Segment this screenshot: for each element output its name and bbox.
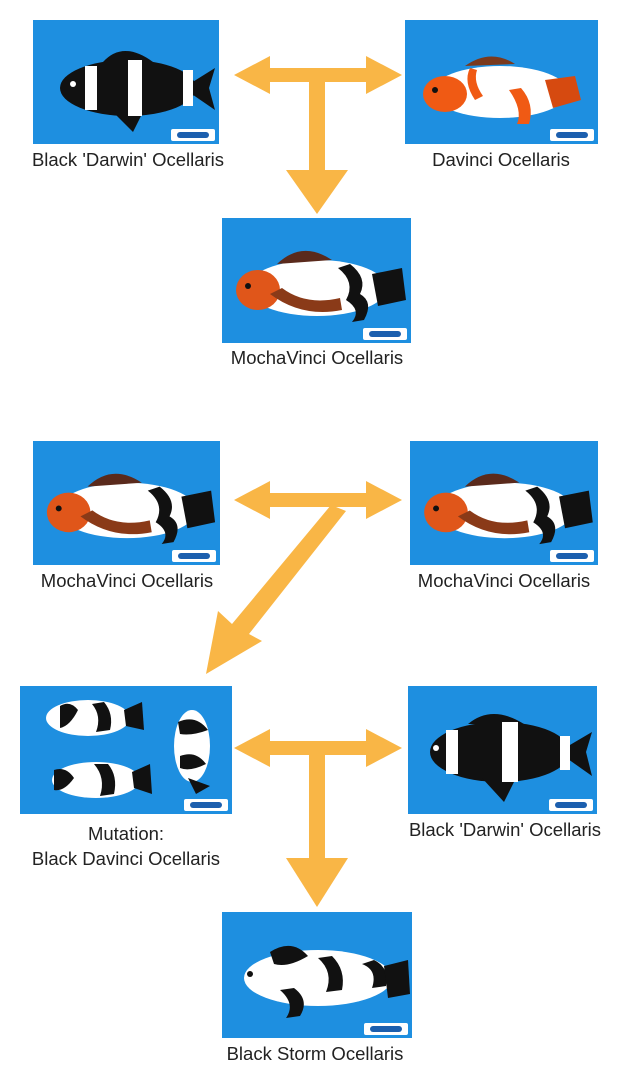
fish-photo-black-davinci-mutation	[20, 686, 232, 814]
label-offspring-2-line2: Black Davinci Ocellaris	[31, 848, 221, 869]
double-arrow-2	[234, 481, 402, 519]
clownfish-photo-icon	[60, 51, 215, 132]
double-arrow-1	[234, 56, 402, 94]
label-parent-right-2: MochaVinci Ocellaris	[417, 570, 591, 591]
fish-photo-black-darwin-1	[33, 20, 219, 144]
label-parent-left-1: Black 'Darwin' Ocellaris	[31, 149, 225, 170]
clownfish-photo-icon	[423, 56, 581, 124]
fish-photo-davinci	[405, 20, 598, 144]
clownfish-photo-icon	[46, 473, 216, 545]
clownfish-photo-icon	[430, 714, 592, 802]
label-parent-right-3: Black 'Darwin' Ocellaris	[408, 819, 602, 840]
clownfish-photo-icon	[244, 945, 410, 1018]
down-arrow-3-stem	[309, 755, 325, 865]
breeder-logo-icon	[550, 129, 594, 141]
label-offspring-2-line1: Mutation:	[87, 823, 165, 844]
breeder-logo-icon	[171, 129, 215, 141]
fish-photo-black-storm	[222, 912, 412, 1038]
down-arrow-1-stem	[309, 82, 325, 182]
label-parent-right-1: Davinci Ocellaris	[432, 149, 570, 170]
breeder-logo-icon	[549, 799, 593, 811]
clownfish-photo-icon	[46, 700, 210, 798]
fish-photo-mochavinci-1	[222, 218, 411, 343]
down-arrow-3-head	[286, 858, 348, 907]
double-arrow-3	[234, 729, 402, 767]
label-offspring-3: Black Storm Ocellaris	[226, 1043, 404, 1064]
fish-photo-mochavinci-3	[410, 441, 598, 565]
label-offspring-1: MochaVinci Ocellaris	[230, 347, 404, 368]
breeder-logo-icon	[172, 550, 216, 562]
breeder-logo-icon	[363, 328, 407, 340]
label-parent-left-2: MochaVinci Ocellaris	[40, 570, 214, 591]
fish-photo-black-darwin-2	[408, 686, 597, 814]
breeder-logo-icon	[550, 550, 594, 562]
fish-photo-mochavinci-2	[33, 441, 220, 565]
breeder-logo-icon	[364, 1023, 408, 1035]
breeder-logo-icon	[184, 799, 228, 811]
clownfish-photo-icon	[236, 250, 406, 322]
clownfish-photo-icon	[424, 473, 593, 545]
down-arrow-1-head	[286, 170, 348, 214]
